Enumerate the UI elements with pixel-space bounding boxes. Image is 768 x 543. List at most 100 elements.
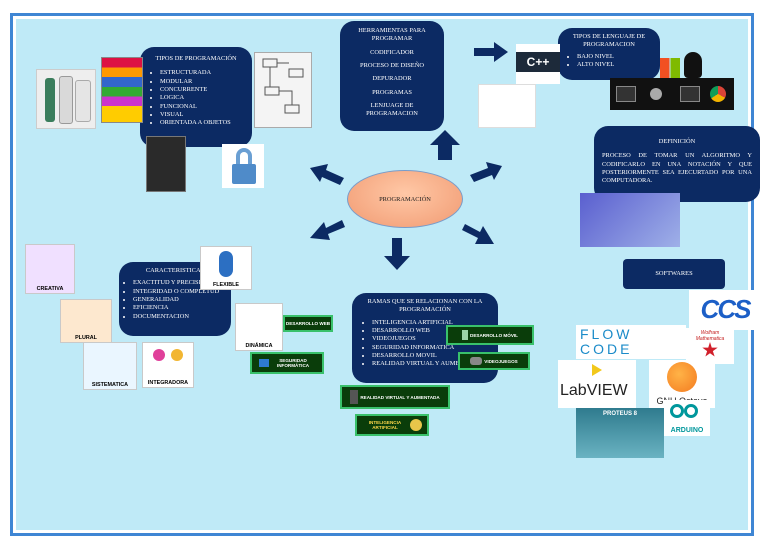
monitor-icon bbox=[259, 359, 269, 367]
phone-icon bbox=[462, 330, 468, 340]
flowcode-logo: FLOW CODE bbox=[576, 325, 686, 359]
proteus-logo-text: PROTEUS 8 bbox=[602, 411, 637, 417]
card-plural: PLURAL bbox=[60, 299, 112, 343]
tag-label: INTELIGENCIA ARTIFICIAL bbox=[368, 420, 402, 430]
brain-icon bbox=[410, 419, 422, 431]
arrow-down bbox=[384, 238, 410, 270]
ccs-logo-text: CCS bbox=[700, 294, 752, 324]
card-label: PLURAL bbox=[75, 335, 97, 341]
card-label: INTEGRADORA bbox=[147, 380, 189, 386]
herramientas-item: PROGRAMAS bbox=[372, 88, 412, 96]
lock-image bbox=[222, 144, 264, 188]
tipos-programacion-box: TIPOS DE PROGRAMACIÓN ESTRUCTURADA MODUL… bbox=[140, 47, 252, 147]
tipo-item: VISUAL bbox=[160, 111, 246, 119]
card-sistematica: SISTEMATICA bbox=[83, 342, 137, 390]
tag-label: SEGURIDAD INFORMÁTICA bbox=[276, 358, 310, 368]
cpp-logo: C++ bbox=[516, 44, 560, 84]
code-image bbox=[580, 193, 680, 247]
tipos-lenguaje-box: TIPOS DE LENGUAJE DE PROGRAMACION BAJO N… bbox=[558, 28, 660, 80]
definicion-box: DEFINICIÓN PROCESO DE TOMAR UN ALGORITMO… bbox=[594, 126, 760, 202]
tag-realidad-virtual: REALIDAD VIRTUAL Y AUMENTADA bbox=[340, 385, 450, 409]
tipo-item: LOGICA bbox=[160, 94, 246, 102]
herramientas-item: DEPURADOR bbox=[372, 75, 412, 83]
caracteristica-item: DOCUMENTACION bbox=[133, 313, 225, 321]
tag-inteligencia-artificial: INTELIGENCIA ARTIFICIAL bbox=[355, 414, 429, 436]
flowcode-logo-text: FLOW CODE bbox=[580, 326, 633, 357]
rama-item: VIDEOJUEGOS bbox=[372, 335, 492, 343]
windows-logo bbox=[660, 58, 680, 78]
cables-image bbox=[146, 136, 186, 192]
flowchart-image bbox=[254, 52, 312, 128]
card-label: DINÁMICA bbox=[245, 343, 273, 349]
flowchart-icon bbox=[262, 58, 304, 114]
arrow-upper-left bbox=[310, 164, 344, 185]
rama-item: DESARROLLO MOVIL bbox=[372, 352, 492, 360]
softwares-box: SOFTWARES bbox=[623, 259, 725, 289]
usb-image bbox=[36, 69, 96, 129]
herramientas-box: HERRAMIENTAS PARA PROGRAMAR CODIFICADOR … bbox=[340, 21, 444, 131]
labview-logo-text: LabVIEW bbox=[560, 382, 628, 399]
books-image bbox=[101, 57, 143, 123]
arduino-logo-text: ARDUINO bbox=[670, 427, 704, 434]
card-creativa: CREATIVA bbox=[25, 244, 75, 294]
rama-item: REALIDAD VIRTUAL Y AUMENTADA bbox=[372, 360, 492, 368]
caracteristicas-title: CARACTERISTICAS bbox=[145, 267, 205, 274]
caracteristica-item: EXACTITUD Y PRECISIÓN bbox=[133, 279, 225, 287]
definicion-title: DEFINICIÓN bbox=[658, 138, 696, 145]
herramientas-title: HERRAMIENTAS PARA PROGRAMAR bbox=[358, 27, 426, 43]
caracteristica-item: EFICIENCIA bbox=[133, 304, 225, 312]
ccs-logo: CCS bbox=[689, 290, 761, 330]
tipo-item: CONCURRENTE bbox=[160, 86, 246, 94]
vr-icon bbox=[350, 390, 359, 404]
tag-desarrollo-web: DESARROLLO WEB bbox=[283, 315, 333, 332]
lenguaje-item: BAJO NIVEL bbox=[577, 53, 655, 61]
arrow-right-top bbox=[474, 42, 508, 62]
card-label: CREATIVA bbox=[36, 286, 64, 292]
labview-logo: LabVIEW bbox=[558, 360, 636, 408]
lenguaje-item: ALTO NIVEL bbox=[577, 61, 655, 69]
caracteristica-item: INTEGRIDAD O COMPLETUD bbox=[133, 288, 225, 296]
proteus-logo: PROTEUS 8 bbox=[576, 408, 664, 458]
tag-label: REALIDAD VIRTUAL Y AUMENTADA bbox=[360, 394, 440, 400]
tag-label: VIDEOJUEGOS bbox=[484, 358, 518, 364]
tipo-item: FUNCIONAL bbox=[160, 103, 246, 111]
card-integradora: INTEGRADORA bbox=[142, 342, 194, 388]
ramas-title: RAMAS QUE SE RELACIONAN CON LA PROGRAMAC… bbox=[367, 298, 483, 314]
tag-desarrollo-movil: DESARROLLO MÓVIL bbox=[446, 325, 534, 345]
tipos-programacion-title: TIPOS DE PROGRAMACIÓN bbox=[155, 55, 237, 62]
herramientas-item: CODIFICADOR bbox=[370, 48, 414, 56]
card-label: SISTEMATICA bbox=[91, 382, 129, 388]
rama-item: INTELIGENCIA ARTIFICIAL bbox=[372, 319, 492, 327]
herramientas-item: LENJUAGE DE PROGRAMACION bbox=[366, 101, 418, 118]
softwares-title: SOFTWARES bbox=[655, 269, 693, 277]
arduino-logo: ARDUINO bbox=[664, 400, 710, 436]
tipo-item: ORIENTADA A OBJETOS bbox=[160, 119, 246, 127]
arrow-up bbox=[430, 130, 460, 160]
tag-videojuegos: VIDEOJUEGOS bbox=[458, 352, 530, 370]
cpp-logo-text: C++ bbox=[516, 52, 560, 72]
tag-label: DESARROLLO WEB bbox=[285, 321, 331, 326]
tipo-item: ESTRUCTURADA bbox=[160, 69, 246, 77]
arrow-upper-right bbox=[470, 162, 502, 182]
arrow-lower-left bbox=[310, 220, 345, 240]
definicion-text: PROCESO DE TOMAR UN ALGORITMO Y CODIFICA… bbox=[602, 152, 752, 185]
linux-logo bbox=[684, 52, 702, 78]
tag-label: DESARROLLO MÓVIL bbox=[470, 332, 518, 338]
card-dinamica: DINÁMICA bbox=[235, 303, 283, 351]
rama-item: SEGURIDAD INFORMATICA bbox=[372, 344, 492, 352]
card-label: FLEXIBLE bbox=[212, 282, 240, 288]
mathematica-logo: Wolfram Mathematica bbox=[686, 328, 734, 364]
caracteristicas-box: CARACTERISTICAS EXACTITUD Y PRECISIÓN IN… bbox=[119, 262, 231, 336]
mathematica-logo-text: Wolfram Mathematica bbox=[695, 330, 725, 342]
compiler-pipeline-image bbox=[610, 78, 734, 110]
tipos-lenguaje-title: TIPOS DE LENGUAJE DE PROGRAMACION bbox=[572, 33, 646, 49]
gamepad-icon bbox=[470, 357, 483, 365]
caracteristica-item: GENERALIDAD bbox=[133, 296, 225, 304]
center-label: PROGRAMACIÓN bbox=[379, 195, 431, 203]
tag-seguridad: SEGURIDAD INFORMÁTICA bbox=[250, 352, 324, 374]
center-node: PROGRAMACIÓN bbox=[347, 170, 463, 228]
arrow-lower-right bbox=[462, 224, 494, 244]
herramientas-item: PROCESO DE DISEÑO bbox=[360, 61, 424, 69]
card-flexible: FLEXIBLE bbox=[200, 246, 252, 290]
